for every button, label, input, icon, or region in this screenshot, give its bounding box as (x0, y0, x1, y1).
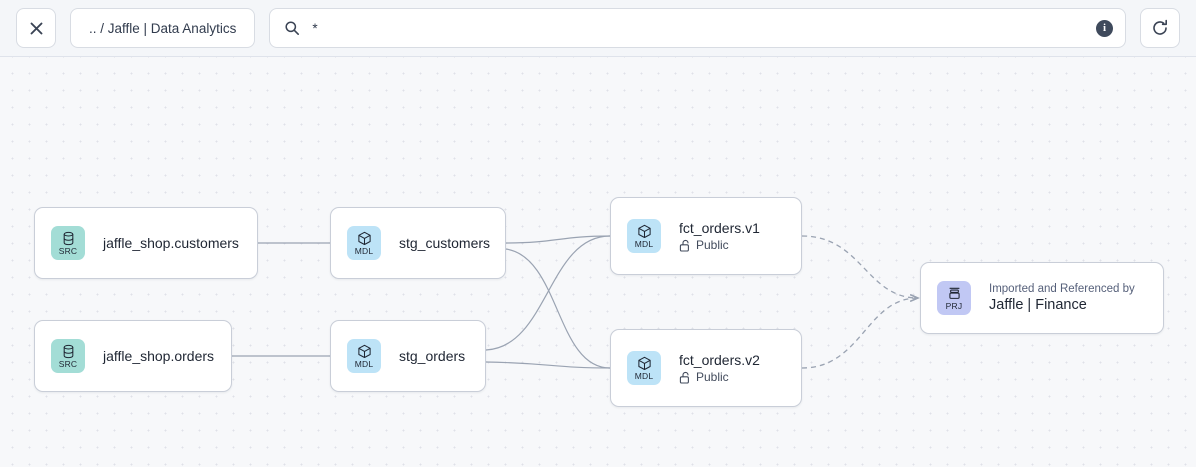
node-kicker: Imported and Referenced by (989, 283, 1135, 295)
node-body: fct_orders.v1 Public (679, 220, 760, 252)
node-visibility: Public (679, 238, 760, 252)
node-visibility: Public (679, 370, 760, 384)
badge-src: SRC (51, 226, 85, 260)
edge-stgcustomers-fctv2 (505, 248, 611, 369)
search-input[interactable] (312, 20, 1084, 36)
cube-icon (357, 231, 371, 245)
visibility-label: Public (696, 238, 729, 252)
node-stg-customers[interactable]: MDL stg_customers (330, 207, 506, 279)
badge-mdl: MDL (347, 226, 381, 260)
refresh-icon (1153, 19, 1167, 35)
badge-label: MDL (634, 370, 654, 381)
badge-label: SRC (58, 245, 78, 256)
close-button[interactable] (16, 8, 56, 48)
unlock-icon (679, 371, 689, 384)
project-box-icon (948, 287, 960, 299)
toolbar: .. / Jaffle | Data Analytics i (0, 0, 1196, 57)
search-field[interactable]: i (269, 8, 1126, 48)
visibility-label: Public (696, 370, 729, 384)
node-body: stg_customers (399, 235, 490, 251)
cube-icon (637, 356, 651, 370)
badge-mdl: MDL (627, 351, 661, 385)
badge-prj: PRJ (937, 281, 971, 315)
close-icon (30, 22, 42, 34)
node-jaffle-finance-project[interactable]: PRJ Imported and Referenced by Jaffle | … (920, 262, 1164, 334)
badge-label: SRC (58, 358, 78, 369)
unlock-icon (679, 239, 689, 252)
breadcrumb[interactable]: .. / Jaffle | Data Analytics (70, 8, 256, 48)
database-icon (63, 231, 73, 245)
node-jaffle-shop-orders[interactable]: SRC jaffle_shop.orders (34, 320, 232, 392)
node-body: Imported and Referenced by Jaffle | Fina… (989, 283, 1135, 313)
badge-label: MDL (354, 358, 374, 369)
node-title: fct_orders.v2 (679, 352, 760, 368)
node-stg-orders[interactable]: MDL stg_orders (330, 320, 486, 392)
edge-stgcustomers-fctv1 (505, 235, 611, 244)
badge-mdl: MDL (627, 219, 661, 253)
breadcrumb-label: .. / Jaffle | Data Analytics (89, 20, 237, 36)
node-title: Jaffle | Finance (989, 297, 1087, 313)
badge-label: MDL (634, 238, 654, 249)
badge-mdl: MDL (347, 339, 381, 373)
node-title: jaffle_shop.customers (103, 235, 239, 251)
search-icon (285, 21, 300, 35)
edge-fctv1-project (801, 235, 918, 298)
node-fct-orders-v1[interactable]: MDL fct_orders.v1 Public (610, 197, 802, 275)
cube-icon (637, 224, 651, 238)
node-body: fct_orders.v2 Public (679, 352, 760, 384)
lineage-canvas[interactable]: SRC jaffle_shop.customers SRC jaffle_sho… (0, 57, 1196, 467)
edge-stgorders-fctv1 (485, 235, 611, 351)
node-title: stg_orders (399, 348, 466, 364)
badge-label: PRJ (945, 300, 963, 311)
refresh-button[interactable] (1140, 8, 1180, 48)
node-body: stg_orders (399, 348, 465, 364)
badge-src: SRC (51, 339, 85, 373)
edge-stgorders-fctv2 (485, 361, 611, 369)
database-icon (63, 344, 73, 358)
node-jaffle-shop-customers[interactable]: SRC jaffle_shop.customers (34, 207, 258, 279)
cube-icon (357, 344, 371, 358)
node-body: jaffle_shop.orders (103, 348, 214, 364)
node-fct-orders-v2[interactable]: MDL fct_orders.v2 Public (610, 329, 802, 407)
node-title: fct_orders.v1 (679, 220, 760, 236)
edge-layer (232, 235, 1196, 369)
edge-fctv2-project (801, 298, 918, 369)
info-icon[interactable]: i (1096, 19, 1113, 37)
node-title: stg_customers (399, 235, 491, 251)
node-body: jaffle_shop.customers (103, 235, 239, 251)
badge-label: MDL (354, 245, 374, 256)
node-title: jaffle_shop.orders (103, 348, 215, 364)
